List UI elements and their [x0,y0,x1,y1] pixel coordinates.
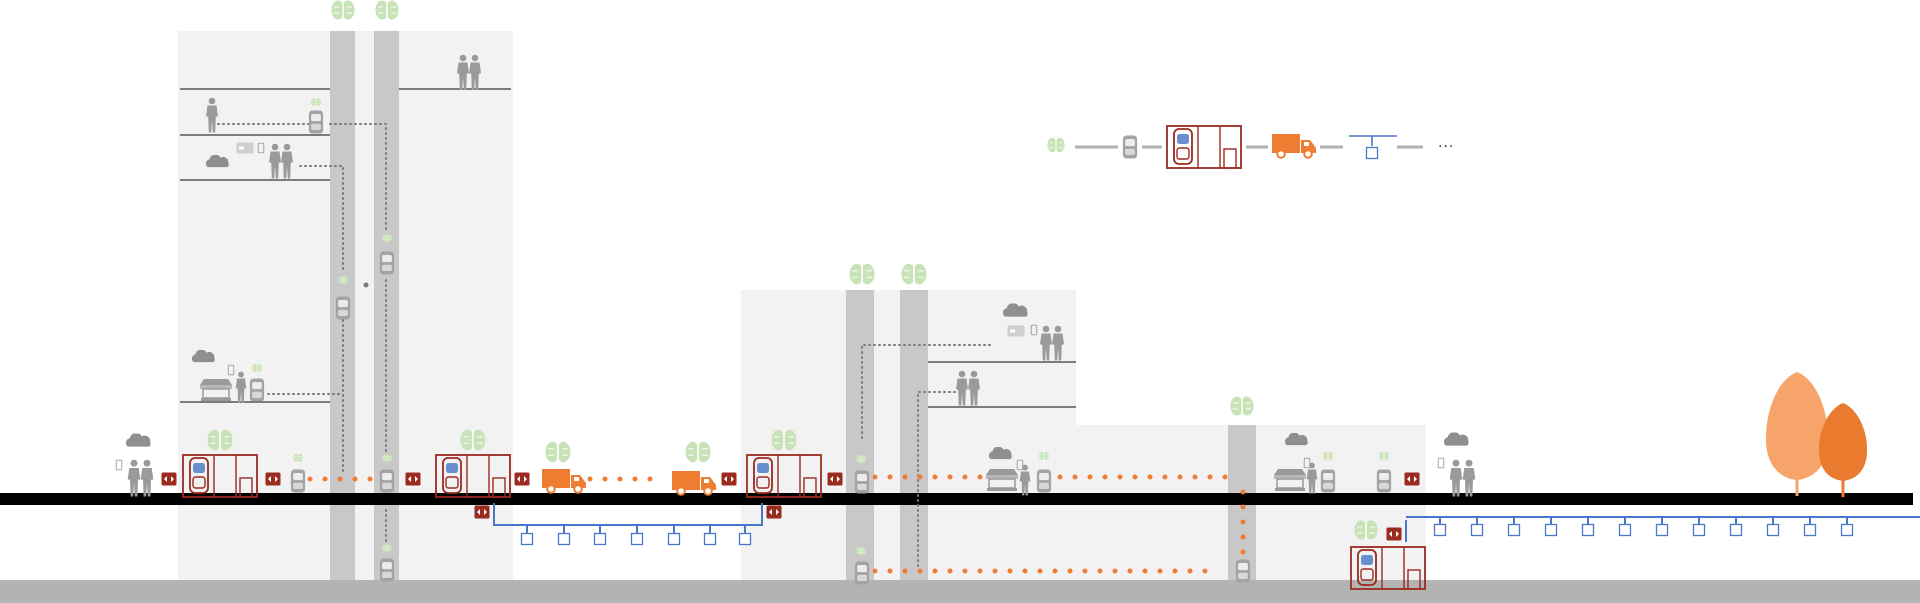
legend-ellipsis: ... [1438,134,1455,151]
card-icon [1007,325,1025,337]
brain-icon [293,453,303,463]
pipe-node-icon [630,532,644,546]
robot-icon [854,561,870,585]
portal-arrow-icon [1404,472,1420,486]
brain-icon [1354,519,1378,541]
legend-pipe-connector [1349,135,1397,146]
brain-icon [460,428,486,452]
brain-icon [338,275,348,285]
robot-icon [1320,469,1336,493]
brain-icon [1039,451,1049,461]
person-icon [127,459,141,497]
brain-icon [382,233,392,243]
pipe-node-icon [520,532,534,546]
signal-junction [363,282,369,288]
pipe-node-icon [557,532,571,546]
brain-icon [331,0,355,21]
brain-icon [1230,395,1254,417]
brain-icon [207,428,233,452]
brain-icon [771,428,797,452]
portal-arrow-icon [1386,527,1402,541]
brain-icon [856,454,866,464]
cloud-icon [126,433,151,447]
person-icon [1449,459,1463,497]
signal-paths [217,123,991,571]
portal-arrow-icon [827,472,843,486]
person-icon [140,459,154,497]
brain-icon [1323,451,1333,461]
pipe-node-icon [1840,523,1854,537]
robot-icon [379,251,395,275]
pipe-node-icon [593,532,607,546]
robot-icon [1036,469,1052,493]
phone-icon [1437,457,1445,469]
brain-icon [849,262,875,286]
robot-icon [249,378,265,402]
brain-icon [252,363,262,373]
floor-lines [180,88,1076,408]
brain-icon [1379,451,1389,461]
pipe-node-icon [1803,523,1817,537]
pipe-node-icon [1618,523,1632,537]
delivery-paths [307,474,1343,574]
brain-icon [545,440,571,464]
portal-arrow-icon [766,505,782,519]
robot-icon [379,558,395,582]
portal-arrow-icon [721,472,737,486]
robot-icon [1235,559,1251,583]
pipe-node-icon [667,532,681,546]
brain-icon [685,440,711,464]
portal-arrow-icon [514,472,530,486]
pipe-network [493,503,1920,542]
brain-icon [901,262,927,286]
hub-station-icon [1166,125,1242,169]
robot-icon [335,296,351,320]
pipe-node-icon [1544,523,1558,537]
robot-icon [1122,135,1138,159]
brain-icon [375,0,399,21]
phone-icon [115,459,123,471]
person-icon [1462,459,1476,497]
brain-icon [382,453,392,463]
brain-icon [382,543,392,553]
shaft-4 [900,290,928,580]
portal-arrow-icon [474,505,490,519]
cloud-icon [1444,432,1469,446]
street [0,493,1913,505]
brain-icon [1047,137,1065,153]
robot-icon [308,110,324,134]
pipe-node-icon [738,532,752,546]
ground-band [0,580,1920,603]
truck-icon [672,470,717,496]
robot-icon [1376,469,1392,493]
pipe-nodes-layer [520,135,1854,546]
robot-icon [379,469,395,493]
robot-icon [854,470,870,494]
tree-icon [1818,403,1868,497]
card-icon [236,142,254,154]
robot-icon [290,469,306,493]
pipe-node-icon [703,532,717,546]
portal-arrow-icon [161,472,177,486]
pipe-node-icon [1365,146,1379,160]
pipe-node-icon [1470,523,1484,537]
brain-icon [856,546,866,556]
tree-icon [1765,372,1829,496]
pipe-node-icon [1581,523,1595,537]
pipe-node-icon [1433,523,1447,537]
pipe-node-icon [1692,523,1706,537]
pipe-node-icon [1655,523,1669,537]
brain-icon [311,97,321,107]
pipe-node-icon [1507,523,1521,537]
truck-icon [1272,133,1317,159]
pipe-node-icon [1766,523,1780,537]
portal-arrow-icon [265,472,281,486]
pipe-node-icon [1729,523,1743,537]
portal-arrow-icon [405,472,421,486]
shaft-3 [846,290,874,580]
truck-icon [542,468,587,494]
